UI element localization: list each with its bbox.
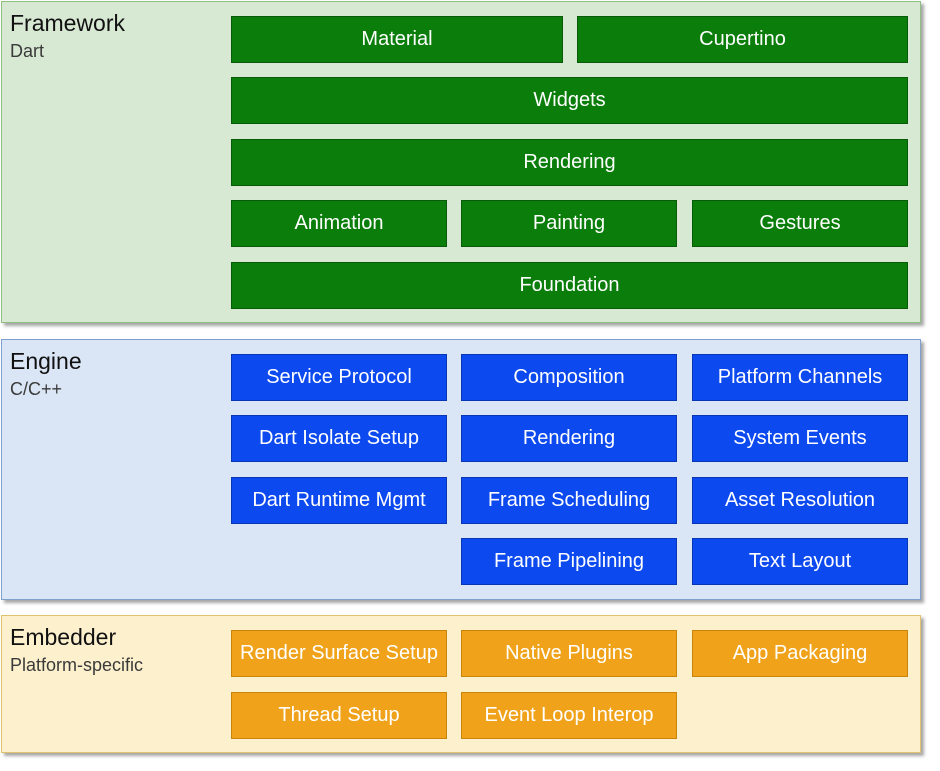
frame-pipelining-box: Frame Pipelining xyxy=(461,538,677,585)
asset-resolution-box: Asset Resolution xyxy=(692,477,908,524)
widgets-box: Widgets xyxy=(231,77,908,124)
text-layout-box: Text Layout xyxy=(692,538,908,585)
foundation-box: Foundation xyxy=(231,262,908,309)
app-packaging-box: App Packaging xyxy=(692,630,908,677)
engine-rendering-box: Rendering xyxy=(461,415,677,462)
thread-setup-box: Thread Setup xyxy=(231,692,447,739)
native-plugins-box: Native Plugins xyxy=(461,630,677,677)
service-protocol-box: Service Protocol xyxy=(231,354,447,401)
embedder-title: Embedder xyxy=(10,624,117,650)
dart-runtime-mgmt-box: Dart Runtime Mgmt xyxy=(231,477,447,524)
framework-layer: Framework Dart Material Cupertino Widget… xyxy=(1,1,921,323)
embedder-layer: Embedder Platform-specific Render Surfac… xyxy=(1,615,921,753)
render-surface-setup-box: Render Surface Setup xyxy=(231,630,447,677)
dart-isolate-setup-box: Dart Isolate Setup xyxy=(231,415,447,462)
system-events-box: System Events xyxy=(692,415,908,462)
framework-subtitle: Dart xyxy=(10,41,45,61)
frame-scheduling-box: Frame Scheduling xyxy=(461,477,677,524)
framework-rendering-box: Rendering xyxy=(231,139,908,186)
engine-layer: Engine C/C++ Service Protocol Compositio… xyxy=(1,339,921,600)
framework-title: Framework xyxy=(10,10,126,36)
embedder-subtitle: Platform-specific xyxy=(10,655,144,675)
gestures-box: Gestures xyxy=(692,200,908,247)
painting-box: Painting xyxy=(461,200,677,247)
material-box: Material xyxy=(231,16,563,63)
animation-box: Animation xyxy=(231,200,447,247)
event-loop-interop-box: Event Loop Interop xyxy=(461,692,677,739)
cupertino-box: Cupertino xyxy=(577,16,908,63)
platform-channels-box: Platform Channels xyxy=(692,354,908,401)
engine-title: Engine xyxy=(10,348,82,374)
composition-box: Composition xyxy=(461,354,677,401)
engine-subtitle: C/C++ xyxy=(10,379,63,399)
